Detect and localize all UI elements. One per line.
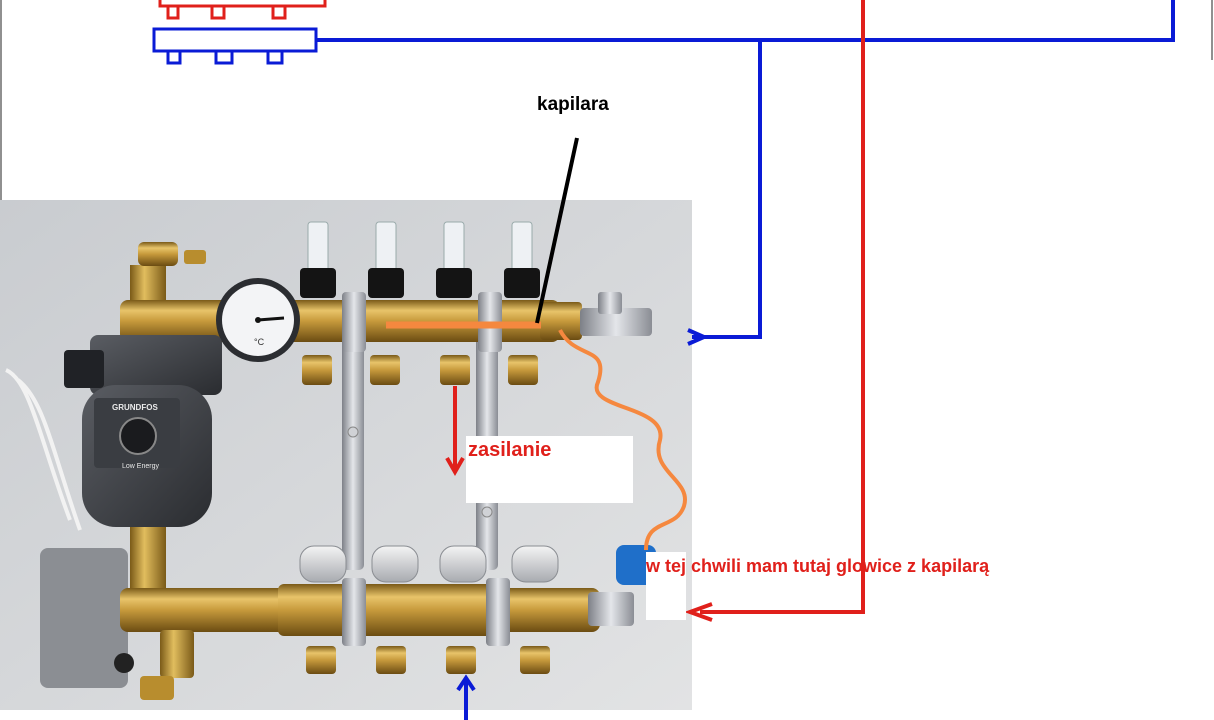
capillary-label: kapilara (537, 94, 609, 115)
thermometer (216, 278, 300, 362)
capillary-pointer-line (535, 137, 579, 324)
flow-meter (436, 221, 472, 298)
return-collector-diagram (152, 27, 318, 65)
supply-arrow-head (684, 602, 713, 622)
pump-badge: Low Energy (122, 463, 159, 470)
flow-meter (368, 221, 404, 298)
valve-cap (299, 545, 347, 583)
circulation-pump (64, 335, 222, 527)
supply-pipe-line (700, 0, 865, 614)
valve-cap (439, 545, 487, 583)
head-note-background (646, 552, 686, 620)
bottom-return-arrow (456, 674, 476, 720)
air-vent (184, 250, 206, 264)
thermometer-unit: °C (254, 337, 265, 347)
mounting-bracket (342, 320, 364, 570)
mixing-valve-actuator (40, 548, 128, 688)
manifold-photo: °C GRUNDFOS Low Energy (0, 200, 692, 710)
head-note: w tej chwili mam tutaj glowice z kapilar… (646, 556, 990, 576)
capillary-tube (558, 329, 687, 551)
supply-label-background (466, 436, 633, 503)
valve-cap (371, 545, 419, 583)
flow-meter (300, 221, 336, 298)
return-arrow-head (687, 328, 709, 346)
supply-arrow (445, 386, 465, 477)
supply-label: zasilanie (468, 439, 552, 461)
pump-brand: GRUNDFOS (112, 403, 158, 412)
flow-meter (504, 221, 540, 298)
valve-cap (511, 545, 559, 583)
supply-collector-diagram (158, 0, 327, 20)
